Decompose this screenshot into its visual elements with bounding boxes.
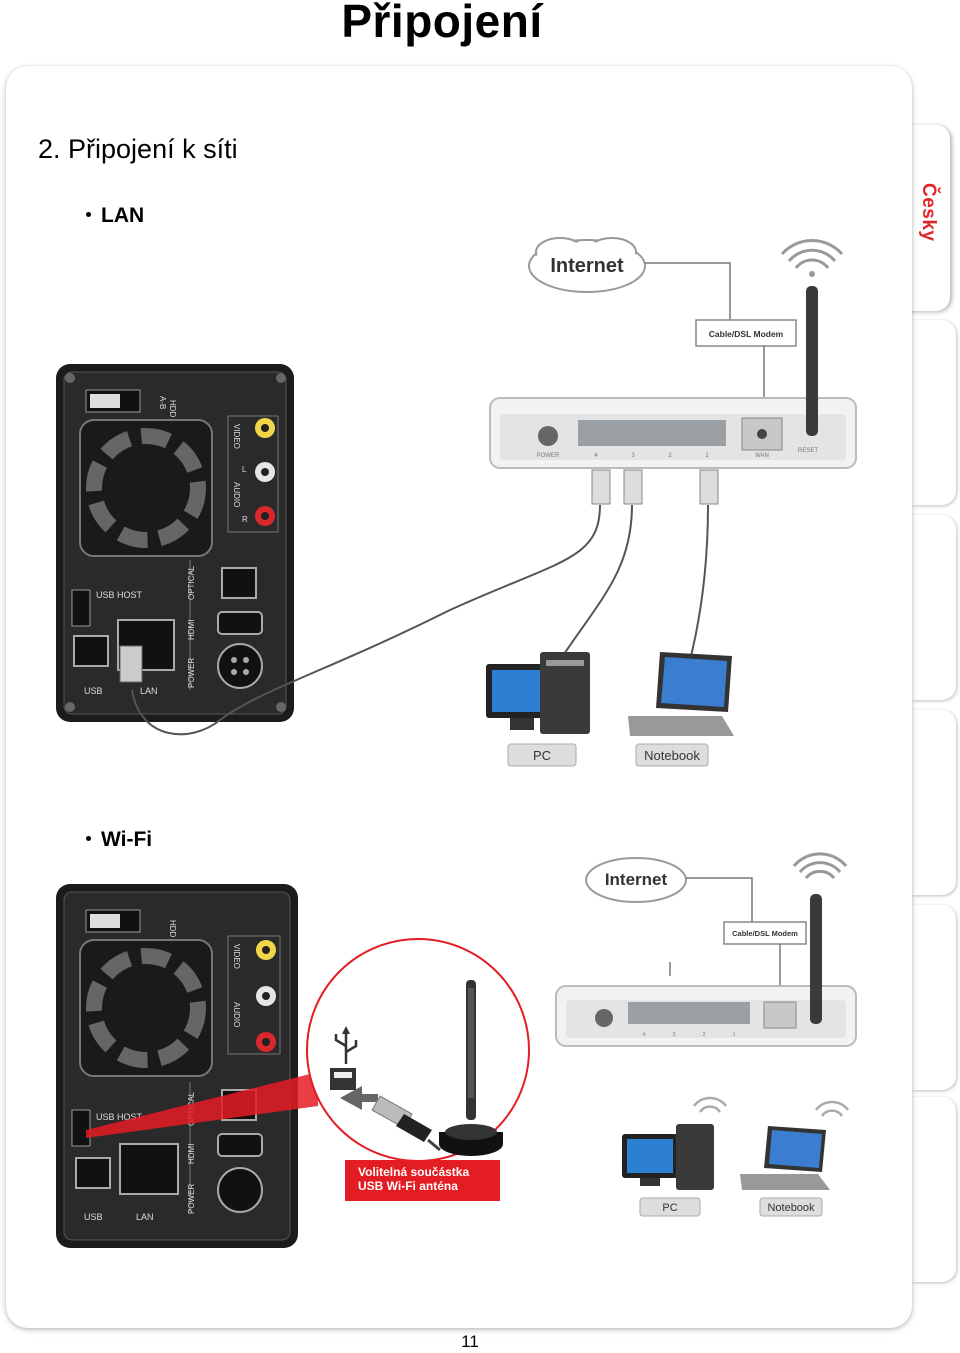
tab-2[interactable] bbox=[912, 320, 956, 505]
insert-arrow bbox=[340, 1086, 378, 1110]
modem-box: Cable/DSL Modem bbox=[695, 319, 797, 347]
lan-heading: LAN bbox=[86, 204, 144, 228]
svg-text:USB HOST: USB HOST bbox=[96, 1112, 143, 1122]
panel-optical-label: OPTICAL bbox=[187, 565, 196, 600]
panel-l-label: L bbox=[242, 465, 247, 474]
panel-audio-label: AUDIO bbox=[232, 482, 241, 507]
usb-wifi-antenna bbox=[439, 980, 503, 1156]
router-port-label: 3 bbox=[673, 1032, 676, 1038]
lan-modem-label: Cable/DSL Modem bbox=[709, 329, 784, 339]
router-port-label: 3 bbox=[631, 453, 635, 459]
panel-usbhost-label: USB HOST bbox=[96, 590, 143, 600]
lan-pc-label: PC bbox=[533, 748, 551, 763]
device-back-panel: HDD A-B VIDEO AUDIO L R USB HOST OPTICAL… bbox=[56, 364, 294, 722]
panel-hdd-label: HDD bbox=[168, 400, 177, 418]
caption-line-2: USB Wi-Fi anténa bbox=[358, 1179, 458, 1193]
router-reset-label: RESET bbox=[798, 448, 818, 454]
wifi-modem-label: Cable/DSL Modem bbox=[732, 929, 798, 938]
wifi-pc-label: PC bbox=[662, 1202, 677, 1214]
wifi-heading: Wi-Fi bbox=[86, 828, 152, 852]
panel-lan-label: LAN bbox=[140, 686, 158, 696]
optional-antenna-caption: Volitelná součástka USB Wi-Fi anténa bbox=[345, 1160, 500, 1201]
lan-notebook-icon bbox=[628, 652, 734, 736]
wifi-internet-cloud: Internet bbox=[585, 857, 687, 903]
lan-cables bbox=[131, 504, 709, 736]
page-number: 11 bbox=[461, 1332, 479, 1351]
panel-r-label: R bbox=[242, 515, 248, 524]
page-title: Připojení bbox=[341, 0, 543, 47]
panel-usb-label: USB bbox=[84, 686, 103, 696]
lan-internet-label: Internet bbox=[550, 255, 624, 277]
svg-text:AUDIO: AUDIO bbox=[232, 1002, 241, 1027]
internet-cloud: Internet bbox=[528, 237, 646, 293]
svg-text:HDD: HDD bbox=[168, 920, 177, 938]
router-port-label: 1 bbox=[705, 453, 709, 459]
tab-6[interactable] bbox=[912, 1097, 956, 1282]
wifi-pc-icon bbox=[622, 1096, 727, 1190]
section-title: 2. Připojení k síti bbox=[38, 134, 238, 164]
router-port-label: 4 bbox=[594, 453, 598, 459]
usb-wifi-dongle bbox=[371, 1095, 441, 1152]
language-label[interactable]: Česky bbox=[918, 183, 939, 242]
wifi-notebook-label: Notebook bbox=[767, 1202, 815, 1214]
wifi-diagram: HDD VIDEO AUDIO USB HOST OPTICAL HDMI PO… bbox=[56, 852, 857, 1248]
device-back-panel-wifi: HDD VIDEO AUDIO USB HOST OPTICAL HDMI PO… bbox=[56, 884, 298, 1248]
svg-text:LAN: LAN bbox=[136, 1212, 154, 1222]
wifi-router: 4 3 2 1 bbox=[555, 852, 857, 1047]
panel-ab-label: A-B bbox=[158, 396, 167, 409]
tab-cesky[interactable] bbox=[906, 125, 950, 311]
caption-line-1: Volitelná součástka bbox=[358, 1165, 470, 1179]
tab-5[interactable] bbox=[912, 905, 956, 1090]
usb-symbol-icon bbox=[334, 1030, 358, 1064]
svg-text:VIDEO: VIDEO bbox=[232, 944, 241, 969]
side-tabs bbox=[906, 0, 960, 1353]
router-wan-label: WAN bbox=[755, 453, 769, 459]
panel-power-label: POWER bbox=[187, 658, 196, 688]
router-port-label: 4 bbox=[643, 1032, 646, 1038]
wifi-internet-label: Internet bbox=[605, 870, 668, 889]
router-power-label: POWER bbox=[537, 453, 560, 459]
svg-text:USB: USB bbox=[84, 1212, 103, 1222]
svg-text:POWER: POWER bbox=[187, 1184, 196, 1214]
panel-video-label: VIDEO bbox=[232, 424, 241, 449]
panel-hdmi-label: HDMI bbox=[187, 620, 196, 640]
router-port-label: 2 bbox=[668, 453, 672, 459]
router-port-label: 1 bbox=[733, 1032, 736, 1038]
router: POWER WAN RESET 4 3 2 1 bbox=[489, 239, 857, 469]
svg-text:HDMI: HDMI bbox=[187, 1144, 196, 1164]
highlight-beam bbox=[86, 1072, 318, 1138]
lan-notebook-label: Notebook bbox=[644, 748, 700, 763]
tab-4[interactable] bbox=[912, 710, 956, 895]
router-port-label: 2 bbox=[703, 1032, 706, 1038]
wifi-notebook-icon bbox=[740, 1100, 849, 1190]
tab-3[interactable] bbox=[912, 515, 956, 700]
lan-pc-icon bbox=[486, 652, 590, 734]
lan-diagram: HDD A-B VIDEO AUDIO L R USB HOST OPTICAL… bbox=[56, 237, 857, 767]
